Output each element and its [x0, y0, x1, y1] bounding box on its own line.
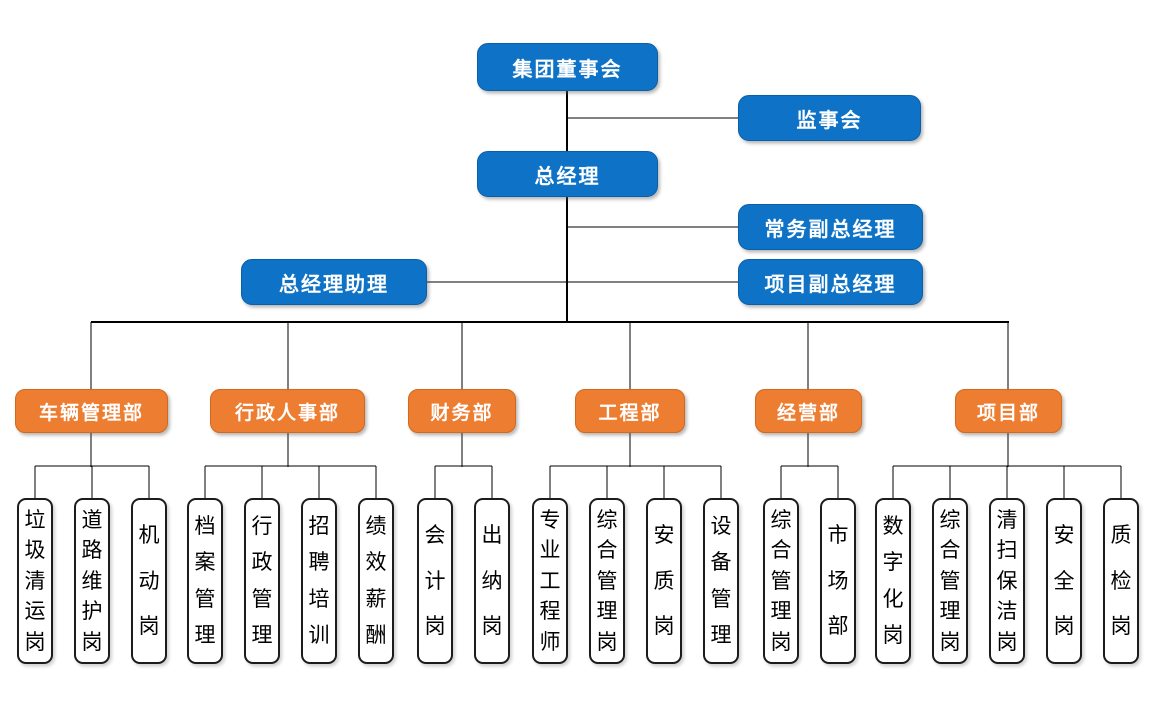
- pos-admin-management: 行政管理: [244, 498, 280, 664]
- box-general-manager: 总经理: [477, 151, 658, 197]
- pos-cleaning: 清扫保洁岗: [989, 498, 1025, 664]
- box-supervisory-board: 监事会: [738, 95, 921, 141]
- box-gm-assistant: 总经理助理: [241, 259, 427, 305]
- pos-recruitment-training: 招聘培训: [301, 498, 337, 664]
- dept-project: 项目部: [955, 389, 1062, 433]
- pos-performance-pay: 绩效薪酬: [358, 498, 394, 664]
- dept-admin-hr: 行政人事部: [210, 389, 365, 433]
- box-executive-deputy-gm: 常务副总经理: [738, 204, 923, 250]
- pos-road-maintenance: 道路维护岗: [74, 498, 110, 664]
- pos-accounting: 会计岗: [417, 498, 453, 664]
- pos-quality-inspection: 质检岗: [1103, 498, 1139, 664]
- dept-vehicle-management: 车辆管理部: [15, 389, 168, 433]
- pos-digitalization: 数字化岗: [875, 498, 911, 664]
- pos-market-dept: 市场部: [820, 498, 856, 664]
- pos-safety: 安全岗: [1046, 498, 1082, 664]
- pos-general-management-eng: 综合管理岗: [589, 498, 625, 664]
- dept-finance: 财务部: [408, 389, 516, 433]
- pos-mobile: 机动岗: [131, 498, 167, 664]
- box-group-board: 集团董事会: [477, 43, 658, 91]
- pos-general-management-ops: 综合管理岗: [763, 498, 799, 664]
- dept-operations: 经营部: [755, 389, 862, 433]
- box-project-deputy-gm: 项目副总经理: [738, 259, 923, 305]
- pos-safety-quality: 安质岗: [646, 498, 682, 664]
- dept-engineering: 工程部: [575, 389, 685, 433]
- pos-general-management-proj: 综合管理岗: [932, 498, 968, 664]
- pos-professional-engineer: 专业工程师: [532, 498, 568, 664]
- pos-garbage-clearing: 垃圾清运岗: [17, 498, 53, 664]
- pos-archives-management: 档案管理: [187, 498, 223, 664]
- pos-cashier: 出纳岗: [474, 498, 510, 664]
- pos-equipment-management: 设备管理: [703, 498, 739, 664]
